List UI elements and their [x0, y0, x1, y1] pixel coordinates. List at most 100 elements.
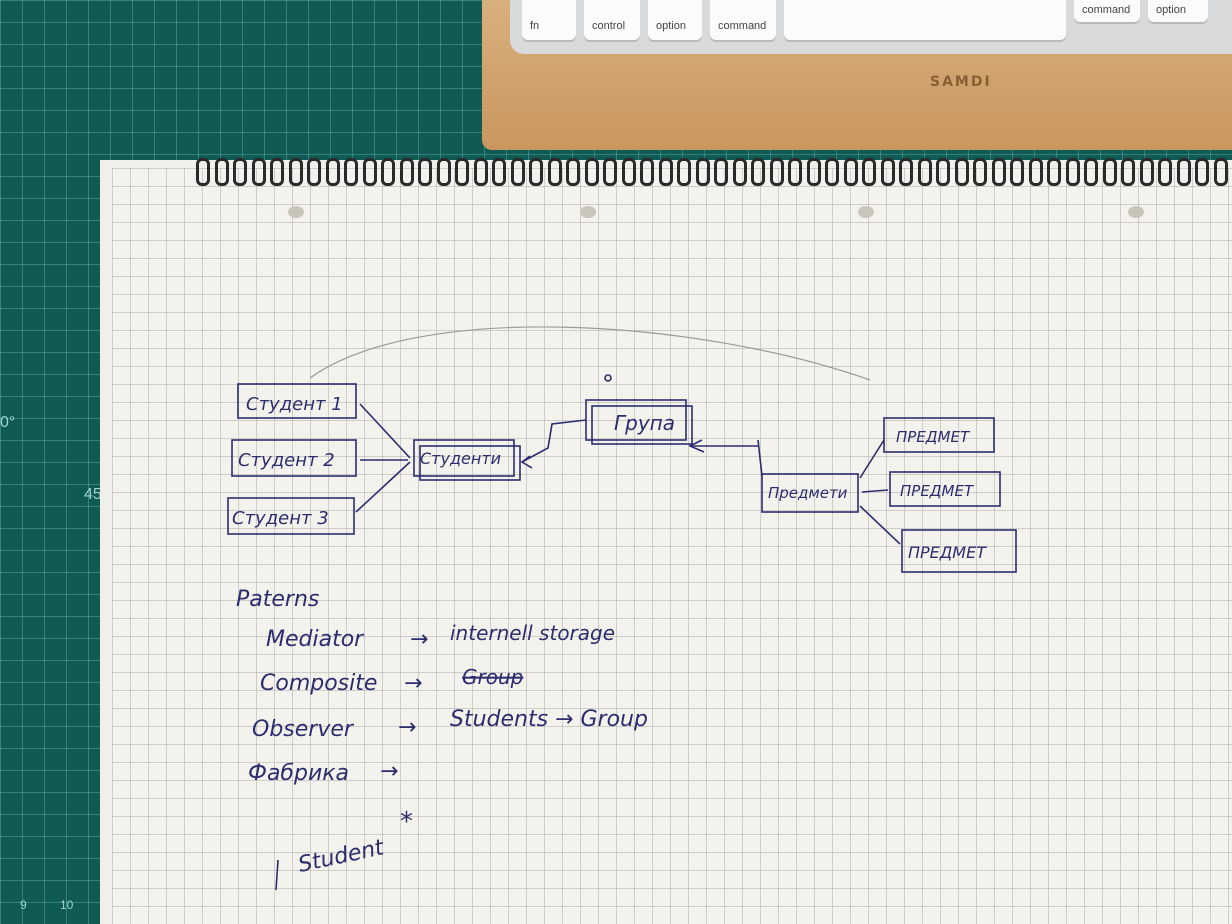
key-space[interactable]	[784, 0, 1066, 40]
spiral-ring	[658, 158, 673, 186]
spiral-ring	[510, 158, 525, 186]
spiral-ring	[344, 158, 358, 186]
asterisk-mark: *	[400, 807, 413, 837]
pattern-name: Mediator	[266, 627, 365, 652]
arrowhead	[688, 439, 705, 453]
spiral-ring	[1010, 158, 1024, 186]
spiral-ring	[806, 158, 821, 186]
spiral-ring	[695, 158, 710, 186]
spiral-ring	[251, 158, 266, 186]
student-label-3: Студент 3	[232, 508, 329, 529]
subject-label-3: ПРЕДМЕТ	[908, 543, 987, 562]
keyboard: fn control option command command option	[510, 0, 1232, 54]
spiral-ring	[1213, 158, 1228, 186]
graph-paper-page	[112, 168, 1232, 924]
pattern-name: Composite	[260, 671, 377, 696]
spiral-ring	[954, 158, 969, 186]
key-command[interactable]: command	[710, 0, 776, 40]
spiral-ring	[751, 158, 765, 186]
spiral-ring	[769, 158, 784, 186]
punch-hole	[1128, 206, 1144, 218]
pattern-arrow: →	[398, 715, 416, 740]
spiral-ring	[973, 158, 987, 186]
patterns-heading: Paterns	[236, 587, 319, 612]
spiral-ring	[362, 158, 377, 186]
students-label: Студенти	[420, 449, 501, 468]
student-note: Student	[296, 835, 387, 878]
spiral-ring	[917, 158, 932, 186]
spiral-ring	[936, 158, 950, 186]
ink-dot	[604, 374, 612, 382]
spiral-ring	[843, 158, 858, 186]
subject-box-2	[889, 471, 1001, 507]
spiral-ring	[825, 158, 839, 186]
spiral-ring	[603, 158, 617, 186]
spiral-ring	[399, 158, 414, 186]
spiral-ring	[1176, 158, 1191, 186]
spiral-ring	[899, 158, 913, 186]
spiral-ring	[1084, 158, 1098, 186]
spiral-ring	[196, 158, 210, 186]
group-box-shadow	[591, 405, 693, 445]
spiral-ring	[732, 158, 747, 186]
spiral-ring	[1047, 158, 1061, 186]
student-box-3	[227, 497, 355, 535]
pattern-target: Students → Group	[450, 707, 648, 732]
spiral-ring	[566, 158, 580, 186]
student-label-2: Студент 2	[238, 450, 335, 471]
spiral-ring	[455, 158, 469, 186]
spiral-ring	[1065, 158, 1080, 186]
spiral-ring	[381, 158, 395, 186]
spiral-ring	[788, 158, 802, 186]
spiral-ring	[307, 158, 321, 186]
key-option-right[interactable]: option	[1148, 0, 1208, 22]
arrowhead	[520, 455, 533, 469]
pattern-name: Фабрика	[248, 761, 349, 786]
mat-angle-label: 0°	[0, 414, 16, 431]
spiral-ring	[547, 158, 562, 186]
stand-brand-logo: SAMDI	[930, 74, 992, 90]
mat-ruler-label: 9	[20, 898, 27, 912]
spiral-ring	[529, 158, 543, 186]
subject-box-1	[883, 417, 995, 453]
connector-line	[861, 489, 889, 493]
pencil-arc	[309, 326, 871, 381]
group-label: Група	[614, 411, 675, 435]
spiral-ring	[880, 158, 895, 186]
spiral-ring	[270, 158, 284, 186]
spiral-ring	[862, 158, 876, 186]
spiral-ring	[1121, 158, 1135, 186]
connector-line	[521, 419, 587, 463]
spiral-ring	[991, 158, 1006, 186]
subjects-box	[761, 473, 859, 513]
students-box	[413, 439, 515, 477]
connector-line	[359, 403, 411, 459]
spiral-ring	[288, 158, 303, 186]
spiral-ring	[325, 158, 340, 186]
connector-line	[859, 505, 901, 545]
spiral-ring	[436, 158, 451, 186]
pattern-target: internell storage	[450, 621, 615, 645]
pattern-arrow: →	[380, 759, 398, 784]
spiral-ring	[418, 158, 432, 186]
student-label-1: Студент 1	[246, 394, 343, 415]
subjects-label: Предмети	[768, 484, 848, 502]
spiral-ring	[473, 158, 488, 186]
spiral-ring	[714, 158, 728, 186]
pattern-name: Observer	[252, 717, 355, 742]
spiral-ring	[677, 158, 691, 186]
spiral-ring	[214, 158, 229, 186]
key-fn[interactable]: fn	[522, 0, 576, 40]
tally-mark	[275, 859, 279, 891]
key-command-right[interactable]: command	[1074, 0, 1140, 22]
pattern-target-struck: Group	[462, 665, 523, 689]
subject-label-1: ПРЕДМЕТ	[896, 428, 971, 446]
pattern-arrow: →	[404, 671, 422, 696]
punch-hole	[288, 206, 304, 218]
key-option[interactable]: option	[648, 0, 702, 40]
punch-hole	[858, 206, 874, 218]
spiral-ring	[640, 158, 654, 186]
key-control[interactable]: control	[584, 0, 640, 40]
spiral-ring	[492, 158, 506, 186]
